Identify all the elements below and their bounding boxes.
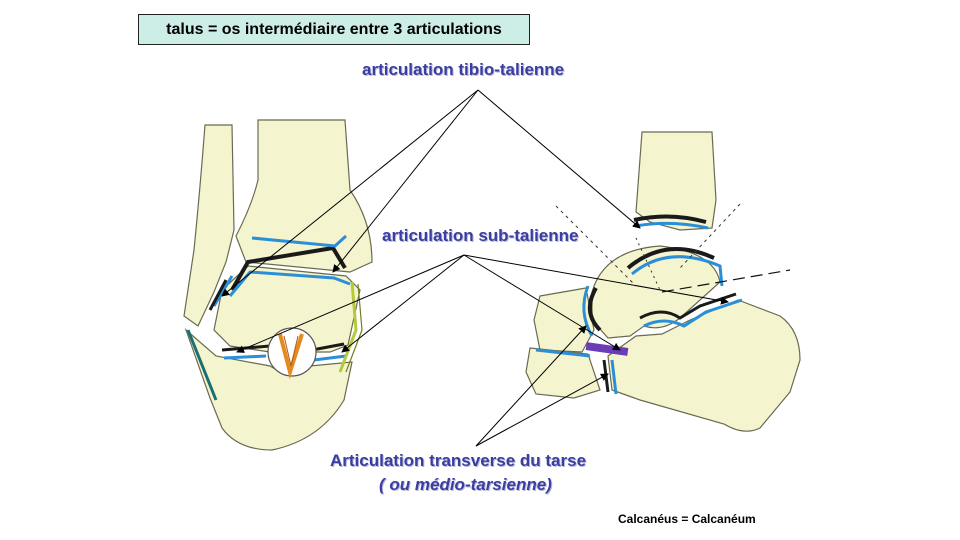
tibia-bone-lateral xyxy=(635,131,717,231)
fibula-bone xyxy=(183,124,235,327)
title-box: talus = os intermédiaire entre 3 articul… xyxy=(138,14,530,45)
calcaneus-bone-lateral xyxy=(607,299,801,432)
label-tibio-talienne: articulation tibio-talienne xyxy=(362,60,565,79)
interosseous-ligament xyxy=(278,333,304,380)
lateral-view xyxy=(525,131,801,432)
bifurcate-ligament xyxy=(585,342,629,356)
calcaneus-note: Calcanéus = Calcanéum xyxy=(618,512,756,526)
label-transverse-tarse: Articulation transverse du tarse xyxy=(330,451,587,470)
leader-lines xyxy=(221,89,729,447)
tibia-bone xyxy=(235,119,373,273)
label-medio-tarsienne: ( ou médio-tarsienne) xyxy=(379,475,552,494)
frontal-view xyxy=(183,119,373,451)
talus-bone-lateral xyxy=(591,245,721,339)
deltoid-ligament xyxy=(338,281,358,373)
cuboid-bone xyxy=(525,347,601,399)
label-sub-talienne: articulation sub-talienne xyxy=(382,226,579,245)
lateral-ligament xyxy=(186,329,218,401)
talus-bone xyxy=(213,265,361,353)
